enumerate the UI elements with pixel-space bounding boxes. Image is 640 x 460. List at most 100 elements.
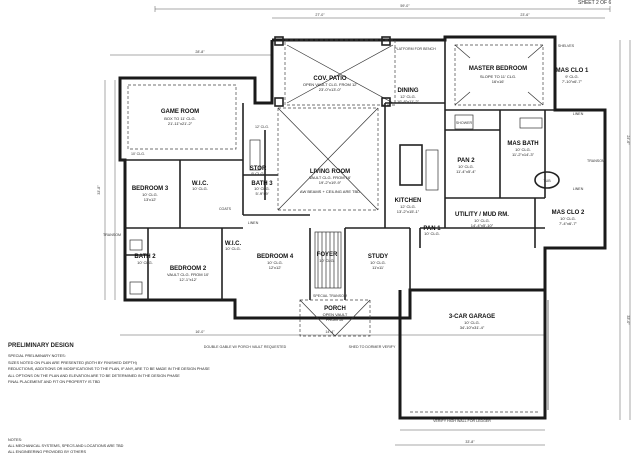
label-gable-note-2: SHED TO DORMER VERIFY (349, 345, 396, 349)
svg-text:10' CLG.: 10' CLG. (254, 186, 270, 191)
label-coats: COATS (219, 207, 232, 211)
room-game-room: GAME ROOM BOX TO 11' CLG. 21'-11"x21'-2" (161, 109, 199, 126)
svg-text:AW BEAMS + CEILING ARE TBD: AW BEAMS + CEILING ARE TBD (300, 189, 360, 194)
label-cl-1: 12' CLG. (255, 125, 269, 129)
dimension-lines (104, 6, 631, 446)
room-pan-1: PAN 1 10' CLG. (423, 226, 441, 236)
svg-text:10' CLG.: 10' CLG. (267, 260, 283, 265)
svg-text:12' CLG.: 12' CLG. (400, 204, 416, 209)
svg-text:COV. PATIO: COV. PATIO (313, 76, 347, 82)
room-wic-b: W.I.C. 10' CLG. (225, 241, 242, 251)
label-cl-2: 10' CLG. (131, 152, 145, 156)
svg-text:STUDY: STUDY (368, 254, 388, 260)
tub-fixture (534, 171, 560, 189)
svg-text:13'-2"x15'-1": 13'-2"x15'-1" (397, 209, 420, 214)
label-platform: PLATFORM FOR BENCH (394, 47, 436, 51)
label-gable-note: DOUBLE GABLE W/ PORCH VAULT REQUESTED (204, 345, 287, 349)
dim-bottom-b: 14'-4" (325, 330, 335, 334)
svg-text:UTILITY / MUD RM.: UTILITY / MUD RM. (455, 212, 509, 218)
svg-text:MAS BATH: MAS BATH (507, 141, 538, 147)
room-dining: DINING 12' CLG. 10'-8"x11'-2" (397, 88, 420, 104)
notes-line: REDUCTIONS, ADDITIONS OR MODIFICATIONS T… (8, 367, 210, 372)
svg-text:FOYER: FOYER (317, 252, 338, 258)
room-pan-2: PAN 2 10' CLG. 11'-4"x5'-4" (456, 158, 476, 174)
dim-top-total: 59'-0" (400, 4, 410, 8)
svg-text:34'-10"x31'-4": 34'-10"x31'-4" (460, 325, 485, 330)
room-bedroom-4: BEDROOM 4 10' CLG. 12'x12' (257, 254, 294, 270)
room-bath-2: BATH 2 10' CLG. (134, 254, 156, 265)
room-bedroom-2: BEDROOM 2 VAULT CLG. FROM 10' 12'-1"x12' (167, 266, 209, 282)
game-room-ceiling-box (127, 84, 237, 150)
dim-bottom-a: 16'-0" (195, 330, 205, 334)
notes-line: SPECIAL PRELIMINARY NOTES: (8, 354, 66, 358)
room-study: STUDY 10' CLG. 11'x11' (368, 254, 388, 270)
svg-text:10' CLG.: 10' CLG. (142, 192, 158, 197)
svg-text:W.I.C.: W.I.C. (225, 241, 242, 247)
foyer-stairs (314, 231, 342, 289)
svg-text:10' CLG.: 10' CLG. (515, 147, 531, 152)
svg-text:10' CLG.: 10' CLG. (560, 216, 576, 221)
dim-right-a: 24'-6" (626, 135, 630, 145)
svg-text:OPEN VAULT: OPEN VAULT (323, 312, 348, 317)
label-shower: SHOWER (456, 121, 473, 125)
svg-text:VAULT CLG. FROM 10': VAULT CLG. FROM 10' (167, 272, 209, 277)
room-mas-clo-2: MAS CLO 2 10' CLG. 7'-4"x6'-7" (552, 210, 585, 226)
svg-text:23'-0"x13'-0": 23'-0"x13'-0" (319, 87, 342, 92)
svg-text:MAS CLO 1: MAS CLO 1 (556, 68, 589, 74)
svg-text:BEDROOM 3: BEDROOM 3 (132, 186, 169, 192)
svg-text:BATH 3: BATH 3 (251, 181, 273, 187)
svg-text:19'-2"x19'-9": 19'-2"x19'-9" (319, 180, 342, 185)
svg-text:FROM 10': FROM 10' (326, 317, 344, 322)
dim-top-a: 27'-0" (315, 13, 325, 17)
svg-text:BEDROOM 2: BEDROOM 2 (170, 266, 207, 272)
patio-outline (284, 39, 396, 106)
svg-text:12' CLG.: 12' CLG. (400, 94, 416, 99)
svg-text:9' CLG.: 9' CLG. (251, 171, 264, 176)
svg-text:10' CLG.: 10' CLG. (474, 218, 490, 223)
label-transom-1: TRANSOM (587, 159, 605, 163)
svg-text:10' CLG.: 10' CLG. (225, 246, 241, 251)
label-garage-note: VERIFY HIGH WALL FOR LEDGER (433, 419, 491, 423)
svg-text:21'-11"x21'-2": 21'-11"x21'-2" (168, 121, 193, 126)
dim-top-b: 23'-6" (520, 13, 530, 17)
room-bedroom-3: BEDROOM 3 10' CLG. 13'x12' (132, 186, 169, 202)
notes-heading: PRELIMINARY DESIGN (8, 343, 74, 349)
svg-text:SLOPE TO 11' CLG.: SLOPE TO 11' CLG. (480, 74, 516, 79)
notes-line: ALL OPTIONS ON THE PLAN AND ELEVATION AR… (8, 373, 180, 378)
svg-text:7'-4"x6'-7": 7'-4"x6'-7" (559, 221, 578, 226)
dim-bottom-c: 33'-8" (465, 440, 475, 444)
room-kitchen: KITCHEN 12' CLG. 13'-2"x15'-1" (395, 198, 422, 214)
label-special-transom: SPECIAL TRANSOM (313, 294, 347, 298)
svg-text:11'x11': 11'x11' (372, 265, 384, 270)
svg-text:PORCH: PORCH (324, 306, 346, 312)
svg-text:BATH 2: BATH 2 (134, 254, 156, 260)
svg-text:W.I.C.: W.I.C. (192, 181, 209, 187)
label-tub: TUB (543, 179, 551, 183)
room-stor: STOR 9' CLG. (250, 166, 267, 176)
svg-text:MASTER BEDROOM: MASTER BEDROOM (469, 66, 527, 72)
svg-text:MAS CLO 2: MAS CLO 2 (552, 210, 585, 216)
notes-line: FINAL PLACEMENT AND FIT ON PROPERTY IS T… (8, 380, 101, 385)
svg-text:7'-10"x6'-7": 7'-10"x6'-7" (562, 79, 583, 84)
svg-text:STOR: STOR (250, 166, 267, 172)
label-linen-3: LINEN (248, 221, 259, 225)
svg-text:KITCHEN: KITCHEN (395, 198, 422, 204)
svg-text:13'x12': 13'x12' (144, 197, 157, 202)
room-garage: 3-CAR GARAGE 10' CLG. 34'-10"x31'-4" (449, 314, 495, 330)
svg-text:PAN 1: PAN 1 (423, 226, 441, 232)
svg-text:10' CLG.: 10' CLG. (424, 231, 440, 236)
interior-walls (120, 40, 555, 300)
svg-text:10' CLG.: 10' CLG. (319, 258, 335, 263)
label-shelves: SHELVES (558, 44, 575, 48)
svg-text:14'-4"x5'-10": 14'-4"x5'-10" (471, 223, 494, 228)
svg-text:3-CAR GARAGE: 3-CAR GARAGE (449, 314, 495, 320)
room-mas-clo-1: MAS CLO 1 9' CLG. 7'-10"x6'-7" (556, 68, 589, 84)
room-cov-patio: COV. PATIO OPEN VAULT CLG. FROM 12' 23'-… (303, 76, 358, 92)
svg-text:5'-9"x9': 5'-9"x9' (256, 191, 269, 196)
svg-text:10' CLG.: 10' CLG. (370, 260, 386, 265)
svg-text:10' CLG.: 10' CLG. (458, 164, 474, 169)
svg-text:DINING: DINING (398, 88, 419, 94)
sheet-label: SHEET 2 OF 6 (578, 0, 612, 6)
svg-text:OPEN VAULT CLG. FROM 12': OPEN VAULT CLG. FROM 12' (303, 82, 358, 87)
kitchen-island (399, 144, 423, 186)
